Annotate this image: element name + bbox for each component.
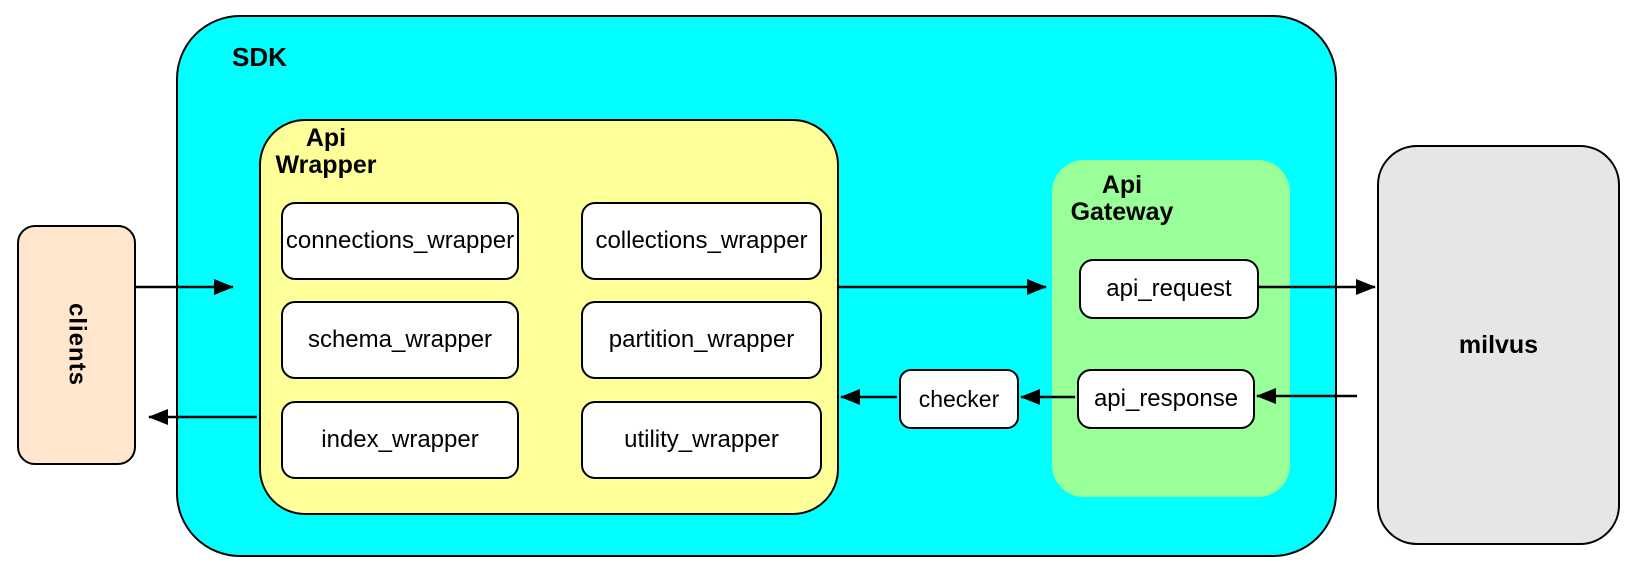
checker-box: checker [899, 369, 1019, 429]
milvus-label: milvus [1458, 330, 1539, 359]
partition-wrapper-box: partition_wrapper [581, 301, 822, 379]
clients-label: clients [63, 303, 91, 387]
sdk-label: SDK [232, 42, 287, 72]
clients-box: clients [17, 225, 136, 465]
milvus-box: milvus [1377, 145, 1620, 545]
collections-wrapper-box: collections_wrapper [581, 202, 822, 280]
connections-wrapper-box: connections_wrapper [281, 202, 519, 280]
sdk-container: SDK Api Wrapper connections_wrapper coll… [176, 15, 1337, 557]
api-wrapper-container: Api Wrapper connections_wrapper collecti… [259, 119, 839, 515]
api-gateway-container: Api Gateway api_request api_response [1052, 160, 1290, 497]
utility-wrapper-box: utility_wrapper [581, 401, 822, 479]
api-wrapper-label: Api Wrapper [275, 124, 377, 179]
api-request-box: api_request [1079, 259, 1259, 319]
index-wrapper-box: index_wrapper [281, 401, 519, 479]
schema-wrapper-box: schema_wrapper [281, 301, 519, 379]
api-response-box: api_response [1077, 369, 1255, 429]
api-gateway-label: Api Gateway [1070, 171, 1174, 226]
